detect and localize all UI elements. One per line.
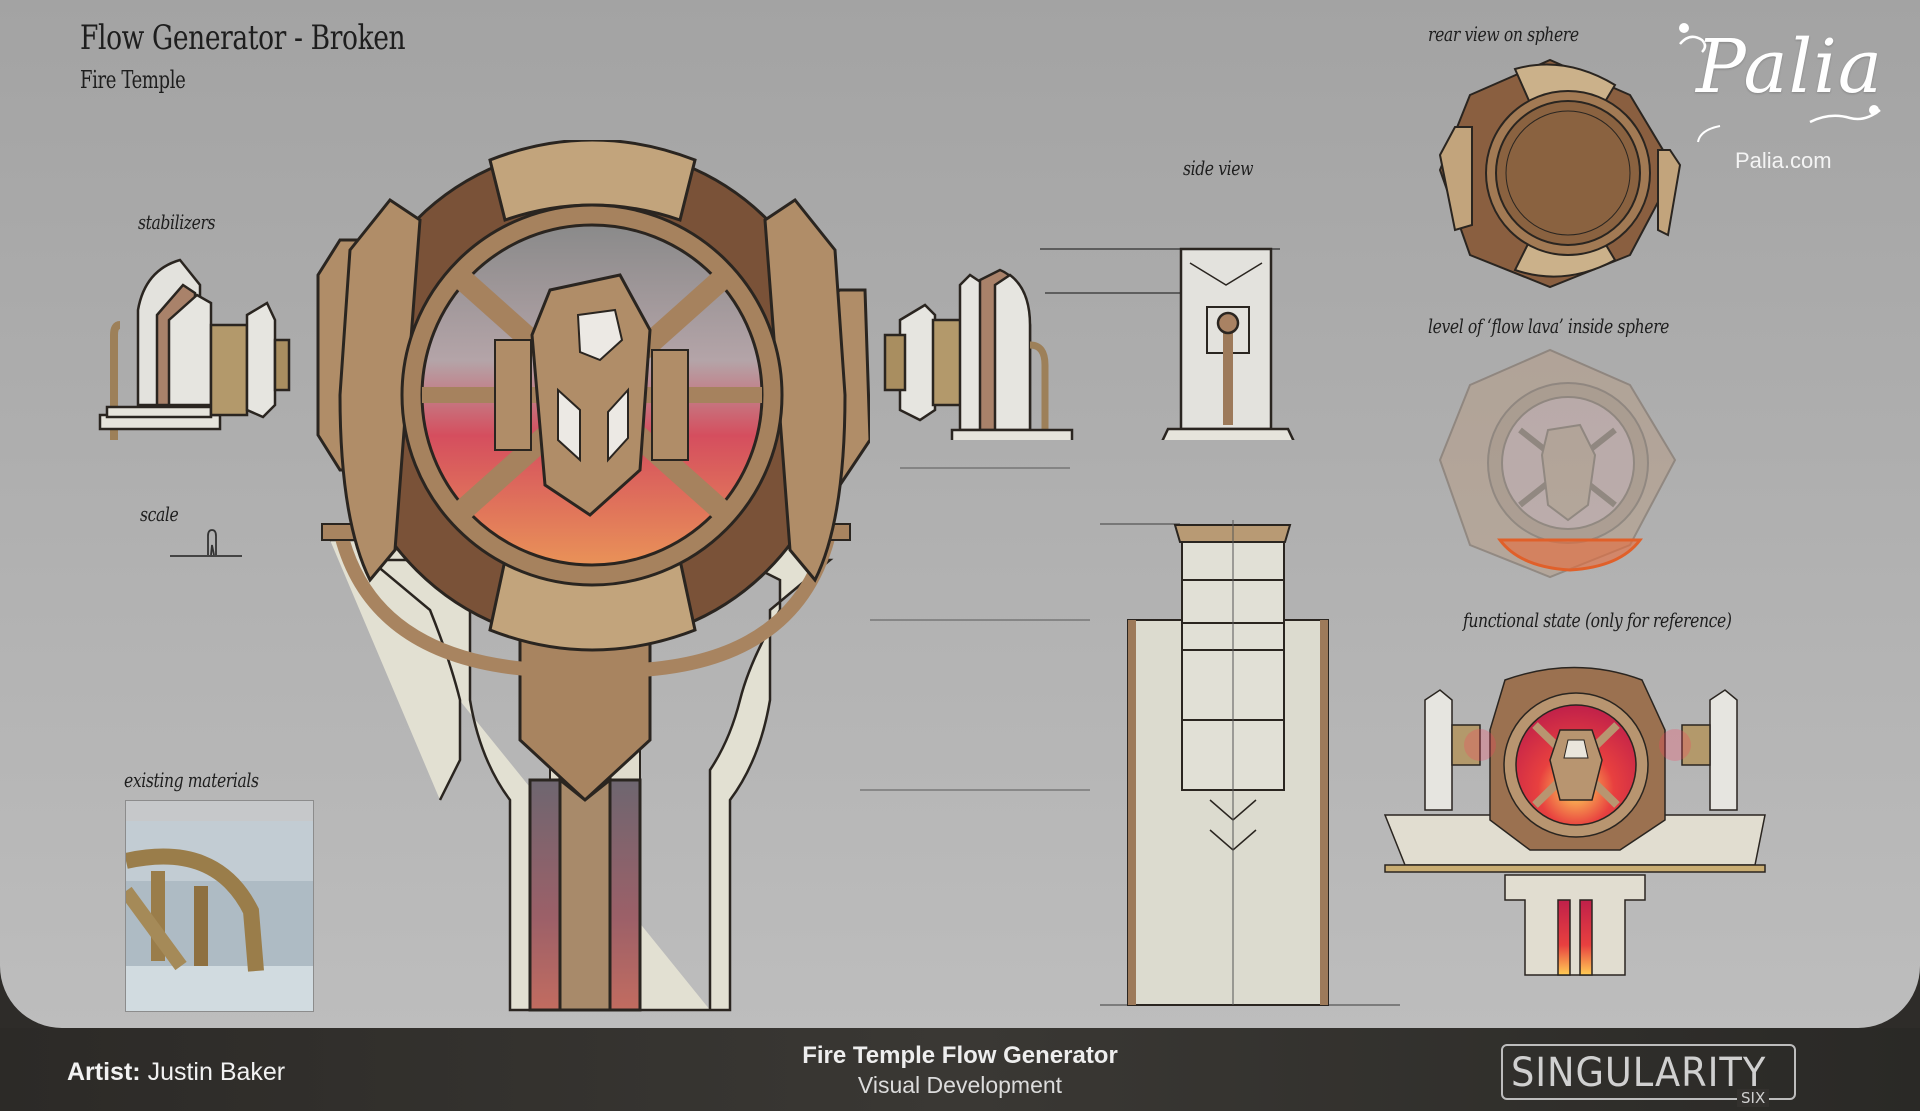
palia-logo: Palia Palia.com (1660, 14, 1890, 174)
lava-level-marker (1497, 538, 1643, 572)
footer: Artist: Justin Baker Fire Temple Flow Ge… (0, 1028, 1920, 1111)
artist-name: Justin Baker (147, 1058, 286, 1086)
label-lava-level: level of ‘flow lava’ inside sphere (1428, 314, 1669, 338)
side-view-stabilizer (883, 247, 1295, 440)
project-subtitle: Visual Development (857, 1072, 1063, 1098)
flow-generator-front-view (316, 140, 870, 1012)
label-rear-view: rear view on sphere (1428, 22, 1579, 46)
rear-view-sphere (1438, 58, 1682, 289)
singularity-six-logo: SINGULARITY SIX (1501, 1044, 1796, 1107)
label-side-view: side view (1183, 156, 1254, 180)
label-existing-materials: existing materials (124, 768, 259, 792)
artist-label: Artist: (67, 1058, 141, 1086)
label-scale: scale (140, 502, 179, 526)
stabilizer-illustration (98, 258, 291, 440)
functional-state-illustration (1383, 666, 1766, 976)
artist-credit: Artist: Justin Baker (67, 1058, 285, 1087)
studio-suffix: SIX (1737, 1089, 1770, 1107)
sheet-subtitle: Fire Temple (80, 66, 186, 94)
palia-wordmark: Palia (1696, 24, 1884, 110)
label-functional-state: functional state (only for reference) (1463, 608, 1732, 632)
sheet-title: Flow Generator - Broken (80, 18, 406, 58)
concept-sheet: Flow Generator - Broken Fire Temple stab… (0, 0, 1920, 1028)
guide-lines (860, 467, 1090, 791)
lava-level-sphere (1438, 348, 1677, 579)
existing-materials-photo (125, 800, 314, 1012)
studio-name: SINGULARITY (1511, 1050, 1767, 1096)
vine-ornament-icon (1679, 23, 1881, 143)
project-title: Fire Temple Flow Generator (802, 1042, 1118, 1069)
logo-frame (1501, 1044, 1796, 1100)
palia-url[interactable]: Palia.com (1735, 148, 1832, 173)
side-view-column (1100, 520, 1400, 1006)
reference-photo-render (126, 801, 313, 1011)
label-stabilizers: stabilizers (138, 210, 216, 234)
scale-figure-icon (170, 529, 242, 557)
